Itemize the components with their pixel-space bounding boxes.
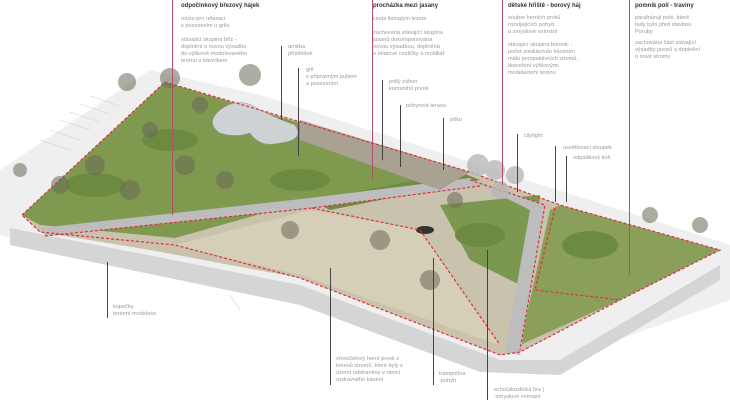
label-gril: a posezením: [306, 81, 339, 87]
section-text: cesta listnatým lesem: [373, 16, 427, 22]
section-text: do výškově modelovaného: [181, 51, 248, 57]
label-zahon: komunitní prvek: [389, 86, 429, 92]
trampoline: [416, 226, 434, 234]
leader-line: [566, 156, 567, 202]
label-kopecky: kopečky: [113, 304, 134, 310]
section-text: zachovaná stávající skupina: [373, 30, 443, 36]
label-kopecky: terénní modelace: [113, 311, 157, 317]
label-gril: gril: [306, 67, 314, 73]
section-text: málo perspektivních stromů,: [508, 56, 578, 62]
label-herni-prvek: území odstraněny v rámci: [336, 370, 401, 376]
section-text: soubor herních prvků: [508, 15, 561, 21]
section-text: a smyslové vnímání: [508, 29, 558, 35]
terrace-paving: [300, 120, 470, 190]
section-text: stávající skupina bříz -: [181, 37, 237, 43]
section-text: zachována část stávající: [635, 40, 696, 46]
label-herni-prvek: víceúčelový herní prvek z: [336, 356, 400, 362]
leader-line: [433, 258, 434, 385]
section-title-birch: odpočinkový březový hájek: [181, 3, 260, 9]
label-ameba: přístřešek: [288, 51, 313, 57]
amoeba-shelter: [212, 102, 299, 145]
section-text: modelacemi terénu: [508, 70, 556, 76]
section-divider: [172, 0, 173, 215]
leader-line: [400, 105, 401, 167]
label-ameba: améba: [288, 44, 306, 50]
label-echo: -smyslové vnímání: [494, 394, 541, 400]
main-path: [40, 178, 480, 236]
label-pitko: pítko: [450, 117, 463, 123]
leader-line: [281, 46, 282, 120]
label-sloupek: osvětlovací sloupek: [563, 145, 612, 151]
section-text: terénu s trávníkem: [181, 58, 228, 64]
trees: [13, 64, 708, 290]
section-text: o nové stromy: [635, 54, 671, 60]
label-herni-prvek: ozdravného kácení: [336, 377, 384, 383]
section-text: místo pro relaxaci: [181, 16, 226, 22]
section-divider: [372, 0, 373, 180]
section-text: stávající skupina borovic -: [508, 42, 573, 48]
section-text: výsadby javorů a doplnění: [635, 47, 700, 53]
leader-line: [487, 250, 488, 400]
section-text: o mlatové cestičky a mobiliář: [373, 51, 445, 57]
leader-line: [382, 80, 383, 160]
section-text: s posezením u grilu: [181, 23, 230, 29]
sidewalk: [10, 228, 720, 375]
label-herni-prvek: kmenů stromů, které byly z: [336, 363, 403, 369]
section-text: Poruby: [635, 29, 653, 35]
section-text: novou výsadbou, doplněná: [373, 44, 440, 50]
section-text: jasanů dokomponována: [373, 37, 433, 43]
section-divider: [629, 0, 630, 275]
leader-line: [555, 146, 556, 202]
label-trampolina: -pohyb: [439, 378, 457, 384]
section-text: parafrázují pole, které: [635, 15, 690, 21]
section-text: dotvoření výškovými: [508, 63, 559, 69]
playground-surface: [175, 210, 500, 345]
label-trampolina: trampolína: [439, 371, 466, 377]
section-text: tady bylo před stavbou: [635, 22, 692, 28]
label-zahon: jedlý záhon: [389, 79, 418, 85]
section-text: rozvíjejících pohyb: [508, 22, 555, 28]
label-citylight: citylight: [524, 133, 543, 139]
leader-line: [330, 268, 331, 385]
section-title-playground: dětské hřiště - borový háj: [508, 3, 581, 9]
leader-line: [298, 68, 299, 156]
label-echo: echo(akustická hra ): [494, 387, 545, 393]
leader-line: [517, 134, 518, 192]
label-kos: odpadkový koš: [573, 155, 611, 161]
section-text: doplnění o novou výsadbu: [181, 44, 247, 50]
section-divider: [502, 0, 503, 185]
section-title-ash: procházka mezi jasany: [373, 3, 439, 9]
parking-stripes: [39, 95, 281, 311]
leader-line: [443, 118, 444, 170]
leader-line: [107, 262, 108, 318]
section-title-meadow: pomník polí - traviny: [635, 3, 694, 9]
label-terasa: pobytová terasa: [406, 103, 446, 109]
section-text: počet zredukován kácením: [508, 49, 575, 55]
label-gril: s přípravným pultem: [306, 74, 357, 80]
